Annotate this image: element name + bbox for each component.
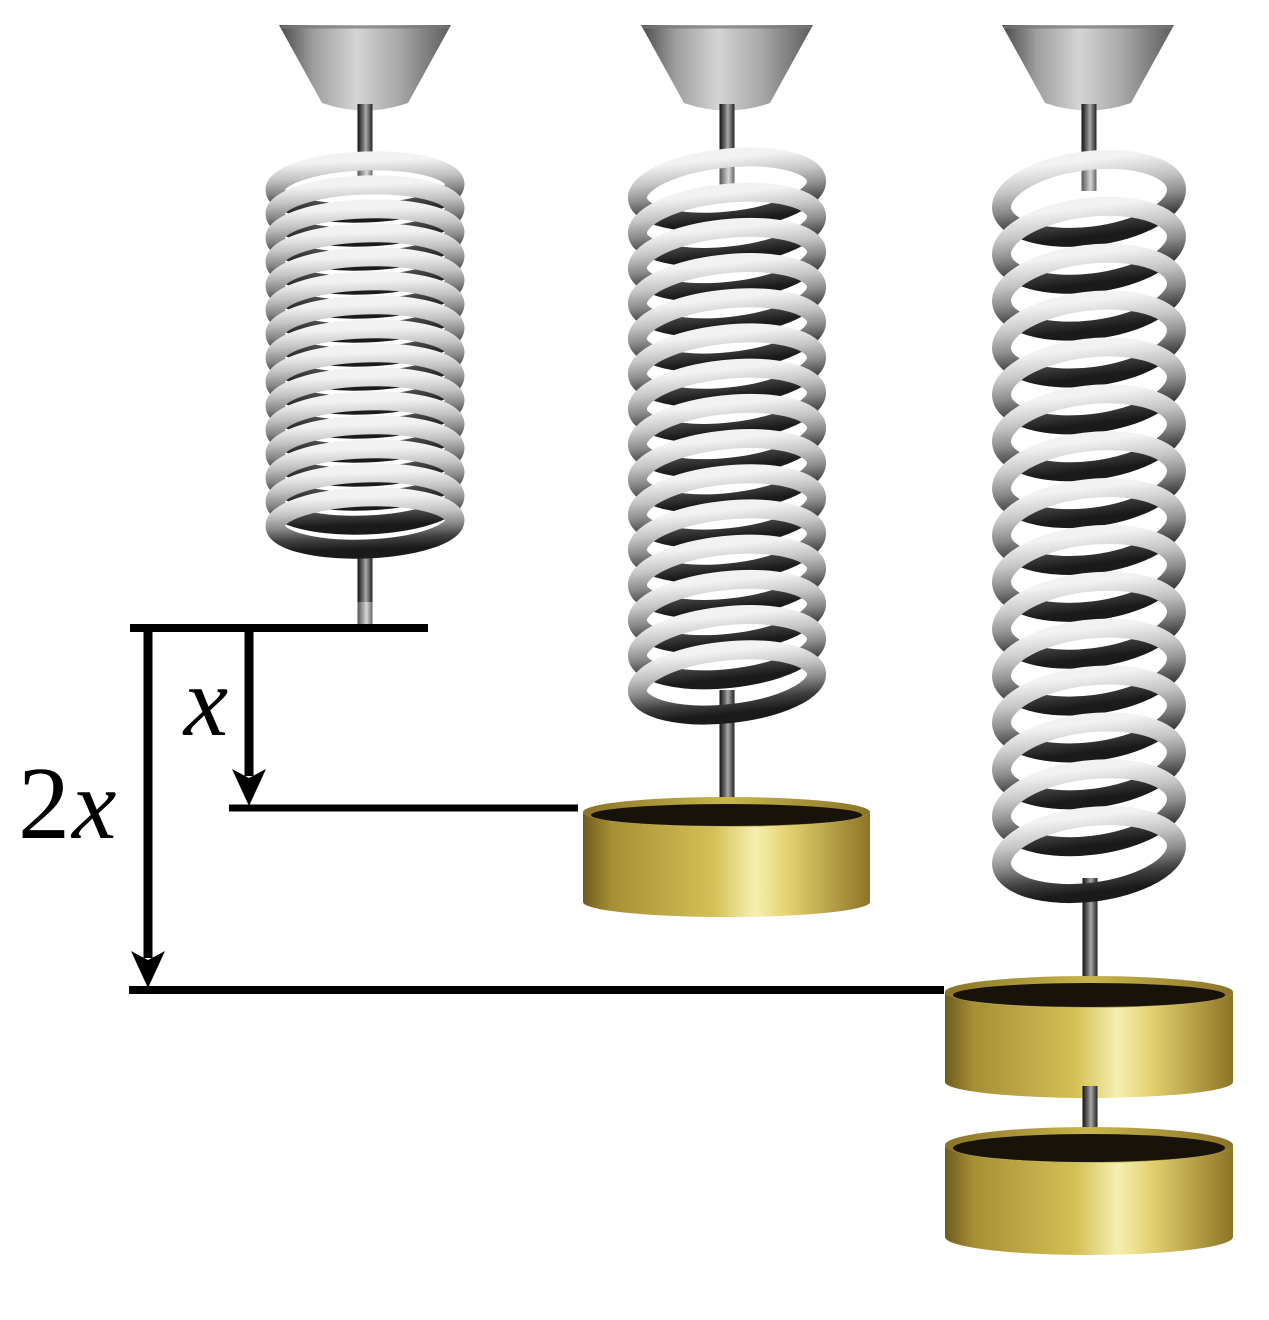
hanger-rod-middle <box>719 104 735 188</box>
hanger-rod-right <box>1081 104 1097 191</box>
lower-rod-left <box>357 540 373 630</box>
support-cone-left <box>279 25 451 111</box>
mass-disk-middle <box>583 797 870 917</box>
label-extension-x: x <box>182 646 228 757</box>
spring-unloaded <box>265 151 465 559</box>
scene <box>129 25 1233 1255</box>
mass-disk-right-upper <box>945 976 1233 1098</box>
label-extension-2x-var: x <box>70 749 116 860</box>
arrow-extension-2x <box>131 624 165 988</box>
arrow-extension-x <box>232 624 266 806</box>
support-cone-right <box>1002 25 1174 111</box>
mass-disk-right-lower <box>945 1127 1233 1255</box>
spring-two-weights <box>992 149 1186 904</box>
support-cone-middle <box>641 25 813 111</box>
spring-one-weight <box>627 147 827 725</box>
lower-rod-right <box>1082 878 1098 992</box>
label-extension-2x-digit: 2 <box>18 746 70 861</box>
